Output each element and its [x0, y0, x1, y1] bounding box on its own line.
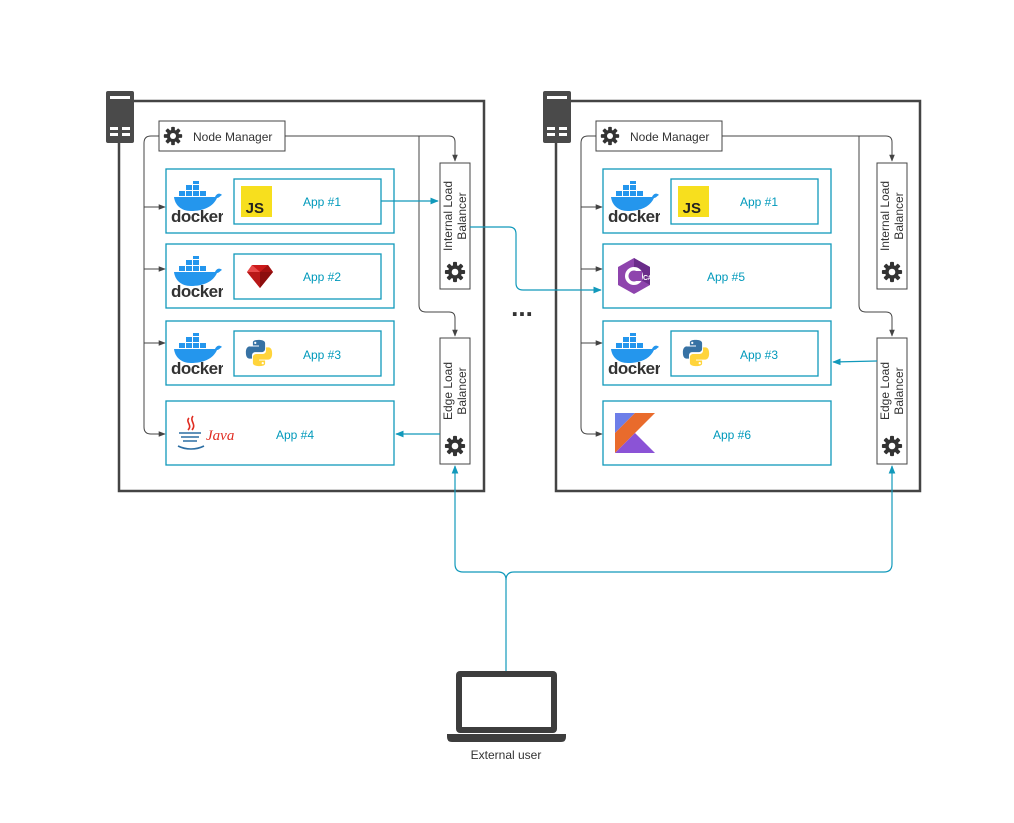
manager-link-edge-lb	[858, 136, 895, 337]
laptop-icon	[447, 671, 566, 742]
app-container-3[interactable]: App #3	[602, 320, 832, 386]
gear-icon	[881, 435, 903, 457]
app-label: App #3	[740, 348, 778, 362]
java-icon	[177, 415, 205, 450]
internal-load-balancer-2[interactable]: Internal Load Balancer	[876, 162, 908, 290]
gear-icon	[444, 435, 466, 457]
gear-icon	[600, 126, 620, 146]
manager-link-internal-lb	[285, 135, 458, 162]
more-nodes-ellipsis: ...	[511, 292, 533, 322]
app-label: App #2	[303, 270, 341, 284]
node-1-frame	[117, 99, 486, 493]
manager-link-internal-lb	[722, 135, 895, 162]
app-label: App #5	[707, 270, 745, 284]
lb-label-line-1: Internal Load	[878, 181, 892, 251]
manager-link-edge-lb	[418, 136, 458, 337]
user-to-edge-lb-1-arrow	[451, 465, 507, 581]
internal-lb-to-app5-arrow	[470, 226, 602, 294]
lb-label-line-2: Balancer	[455, 367, 469, 414]
app-container-5[interactable]: C# App #5	[602, 243, 832, 309]
node-manager-1[interactable]: Node Manager	[158, 120, 286, 152]
user-to-edge-lb-2-arrow	[505, 465, 896, 671]
csharp-text: C#	[643, 275, 652, 282]
app-label: App #3	[303, 348, 341, 362]
edge-load-balancer-1[interactable]: Edge Load Balancer	[439, 337, 471, 465]
server-node-2: Node Manager JS App #1 C#	[543, 91, 922, 493]
node-manager-label: Node Manager	[630, 130, 709, 144]
gear-icon	[163, 126, 183, 146]
gear-icon	[881, 261, 903, 283]
app-container-6[interactable]: App #6	[602, 400, 832, 466]
edge-load-balancer-2[interactable]: Edge Load Balancer	[876, 337, 908, 465]
javascript-icon	[678, 186, 709, 217]
node-manager-2[interactable]: Node Manager	[595, 120, 723, 152]
js-text: JS	[246, 200, 264, 217]
app-label: App #1	[740, 195, 778, 209]
js-text: JS	[683, 200, 701, 217]
node-2-frame	[554, 99, 922, 493]
server-icon	[543, 91, 571, 143]
lb-label-line-2: Balancer	[892, 367, 906, 414]
csharp-icon	[618, 258, 650, 294]
internal-load-balancer-1[interactable]: Internal Load Balancer	[439, 162, 471, 290]
lb-label-line-1: Internal Load	[441, 181, 455, 251]
lb-label-line-2: Balancer	[455, 192, 469, 239]
app-container-1[interactable]: JS App #1	[165, 168, 395, 234]
gear-icon	[444, 261, 466, 283]
manager-link-app6	[580, 135, 603, 437]
lb-label-line-1: Edge Load	[878, 362, 892, 420]
manager-link-app4	[143, 135, 166, 437]
javascript-icon	[241, 186, 272, 217]
app-container-2[interactable]: App #2	[165, 243, 395, 309]
app-label: App #6	[713, 428, 751, 442]
external-user-label: External user	[471, 748, 542, 762]
node-manager-label: Node Manager	[193, 130, 272, 144]
app-label: App #1	[303, 195, 341, 209]
edge-lb-to-app3-arrow	[832, 358, 878, 366]
server-icon	[106, 91, 134, 143]
lb-label-line-2: Balancer	[892, 192, 906, 239]
app-container-4[interactable]: Java App #4	[165, 400, 395, 466]
lb-label-line-1: Edge Load	[441, 362, 455, 420]
app-container-3[interactable]: App #3	[165, 320, 395, 386]
app-label: App #4	[276, 428, 314, 442]
java-text: Java	[206, 428, 234, 444]
server-node-1: Node Manager JS App #1 App #2	[106, 91, 486, 493]
app-container-1[interactable]: JS App #1	[602, 168, 832, 234]
